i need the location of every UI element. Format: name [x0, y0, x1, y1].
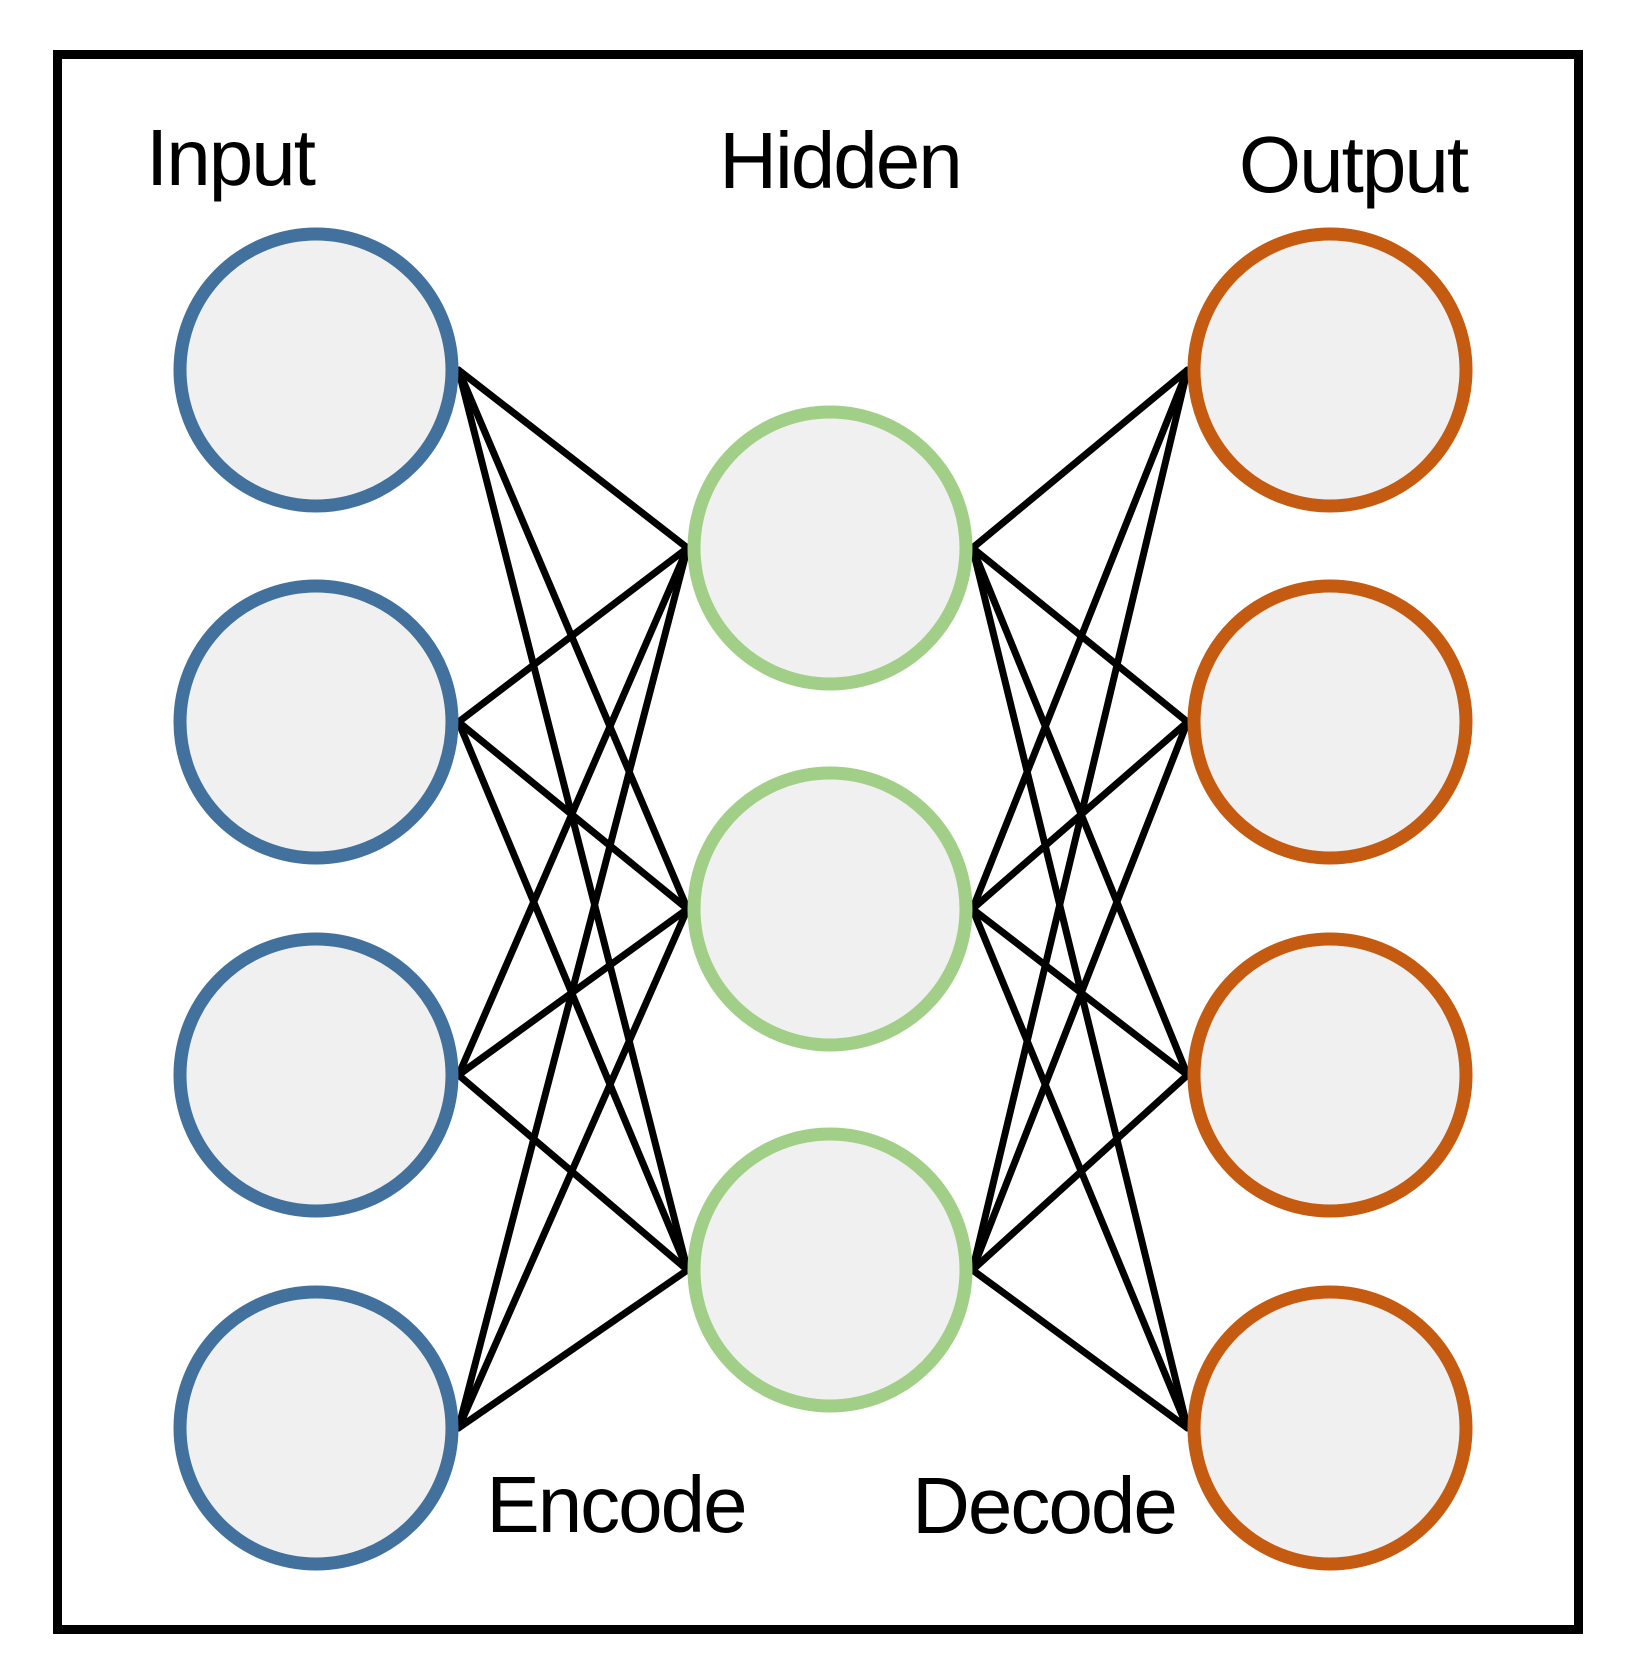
output-layer-label: Output — [1239, 120, 1469, 209]
edge-hidden-3-to-output-2 — [969, 718, 1191, 1274]
output-node-1 — [1187, 227, 1473, 513]
edge-input-1-to-hidden-2 — [455, 366, 691, 913]
encode-label: Encode — [486, 1460, 745, 1549]
edge-input-4-to-hidden-3 — [455, 1266, 691, 1432]
connection-lines — [455, 366, 1191, 1432]
edge-hidden-1-to-output-1 — [969, 366, 1191, 552]
edge-input-1-to-hidden-1 — [455, 366, 691, 552]
edge-hidden-2-to-output-1 — [969, 366, 1191, 913]
neuron-nodes — [173, 227, 1473, 1571]
hidden-node-2 — [687, 766, 973, 1052]
output-node-3 — [1187, 932, 1473, 1218]
hidden-layer-label: Hidden — [719, 116, 961, 205]
hidden-node-1 — [687, 405, 973, 691]
edge-input-4-to-hidden-1 — [455, 544, 691, 1432]
input-node-3 — [173, 932, 459, 1218]
diagram-labels: Input Hidden Output Encode Decode — [146, 113, 1471, 1550]
edge-input-4-to-hidden-2 — [455, 905, 691, 1432]
input-node-4 — [173, 1285, 459, 1571]
output-node-4 — [1187, 1285, 1473, 1571]
edge-input-3-to-hidden-1 — [455, 544, 691, 1079]
edge-hidden-3-to-output-3 — [969, 1071, 1191, 1274]
edge-input-2-to-hidden-1 — [455, 544, 691, 726]
input-node-2 — [173, 579, 459, 865]
input-layer-label: Input — [146, 113, 316, 202]
decode-label: Decode — [912, 1461, 1176, 1550]
input-node-1 — [173, 227, 459, 513]
hidden-node-3 — [687, 1127, 973, 1413]
diagram-frame — [53, 50, 1583, 1634]
edge-hidden-3-to-output-4 — [969, 1266, 1191, 1432]
output-node-2 — [1187, 579, 1473, 865]
edge-hidden-3-to-output-1 — [969, 366, 1191, 1274]
